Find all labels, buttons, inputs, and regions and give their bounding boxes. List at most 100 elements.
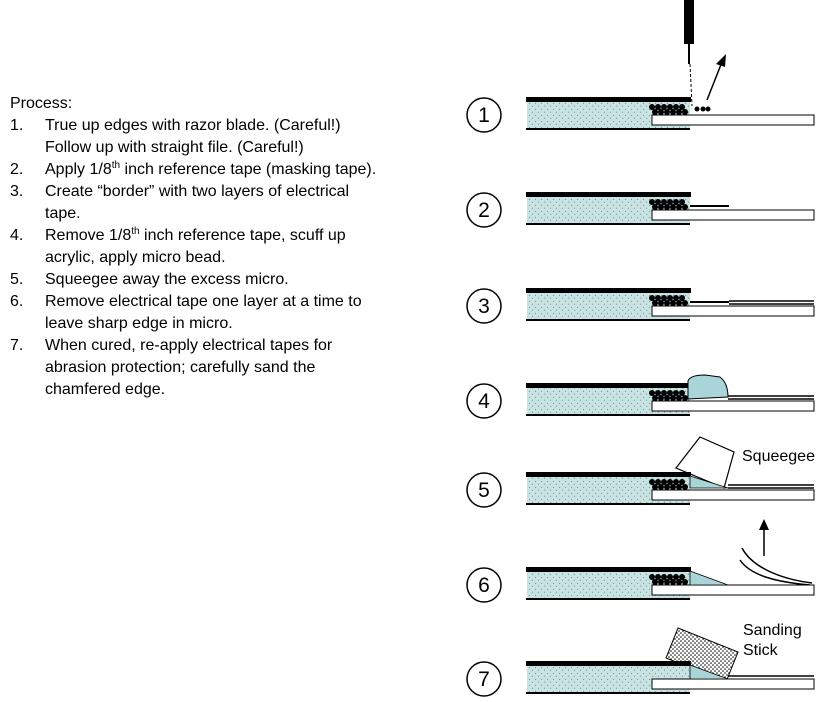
micro-bead <box>661 104 667 110</box>
cross-section-step-4: 4 <box>466 374 815 419</box>
micro-bead <box>661 295 667 301</box>
micro-bead <box>679 199 685 205</box>
micro-bead <box>658 484 664 490</box>
micro-bead <box>649 479 655 485</box>
micro-bead <box>655 574 661 580</box>
acrylic-sheet <box>651 489 815 501</box>
process-step-5: 5. Squeegee away the excess micro. <box>10 269 440 291</box>
chip <box>700 106 706 112</box>
step-number: 1. <box>10 117 24 134</box>
step-number: 3. <box>10 183 24 200</box>
micro-bead <box>658 204 664 210</box>
micro-bead-cluster <box>649 199 688 210</box>
step-number-label: 3 <box>478 295 490 318</box>
micro-bead <box>664 484 670 490</box>
step-number-circle <box>466 472 502 508</box>
micro-bead <box>673 295 679 301</box>
micro-bead <box>658 579 664 585</box>
step-number: 4. <box>10 227 24 244</box>
top-skin <box>526 567 691 572</box>
micro-bead <box>661 479 667 485</box>
micro-bead <box>664 579 670 585</box>
micro-bead <box>649 295 655 301</box>
top-skin <box>526 97 691 102</box>
process-step-4: 4. Remove 1/8th inch reference tape, scu… <box>10 225 440 269</box>
acrylic-sheet <box>651 400 815 412</box>
micro-bead <box>679 104 685 110</box>
micro-bead-cluster <box>649 574 688 585</box>
micro-bead <box>670 204 676 210</box>
process-instructions: Process: 1. True up edges with razor bla… <box>10 93 440 401</box>
step-number-label: 1 <box>478 104 490 127</box>
acrylic-sheet <box>651 678 815 690</box>
micro-bead <box>661 574 667 580</box>
chip <box>694 106 700 112</box>
top-skin <box>526 192 691 197</box>
micro-bead <box>676 109 682 115</box>
peeled-tape-icon <box>739 547 813 586</box>
micro-bead <box>658 395 664 401</box>
micro-bead <box>679 479 685 485</box>
step-text: True up edges with razor blade. (Careful… <box>45 117 341 134</box>
micro-bead <box>670 579 676 585</box>
micro-bead <box>673 574 679 580</box>
step-text: Follow up with straight file. (Careful!) <box>45 139 304 156</box>
micro-bead <box>664 300 670 306</box>
step-number-circle <box>466 288 502 324</box>
step-number-label: 7 <box>478 668 490 691</box>
step-text: inch reference tape, scuff up <box>139 227 346 244</box>
top-skin <box>526 288 691 293</box>
micro-bead <box>676 484 682 490</box>
micro-bead <box>676 579 682 585</box>
top-skin <box>526 661 691 666</box>
process-steps: 1. True up edges with razor blade. (Care… <box>10 115 440 401</box>
micro-bead <box>679 295 685 301</box>
acrylic-sheet <box>651 209 815 221</box>
step-text: abrasion protection; carefully sand the <box>45 359 316 376</box>
step-superscript: th <box>131 226 140 237</box>
micro-bead <box>673 104 679 110</box>
step-number-circle <box>466 661 502 697</box>
micro-bead <box>667 104 673 110</box>
acrylic-sheet <box>651 305 815 317</box>
step-number-circle <box>466 192 502 228</box>
step-text: acrylic, apply micro bead. <box>45 249 226 266</box>
acrylic-sheet <box>651 584 815 596</box>
micro-bead-cluster <box>649 295 688 306</box>
micro-bead <box>682 395 688 401</box>
micro-bead <box>667 574 673 580</box>
micro-bead-cluster <box>649 479 688 490</box>
micro-bead <box>664 204 670 210</box>
micro-bead <box>655 104 661 110</box>
step-number: 2. <box>10 161 24 178</box>
micro-bead-cluster <box>649 390 688 401</box>
step-text: chamfered edge. <box>45 381 166 398</box>
step-text: Remove electrical tape one layer at a ti… <box>45 293 362 310</box>
step-text: Remove 1/8 <box>45 227 132 244</box>
micro-bead <box>667 390 673 396</box>
step-text: tape. <box>45 205 81 222</box>
micro-bead <box>664 395 670 401</box>
micro-bead <box>655 479 661 485</box>
micro-bead <box>652 204 658 210</box>
step-number-circle <box>466 567 502 603</box>
cross-section-step-6: 6 <box>466 567 815 603</box>
micro-bead <box>673 199 679 205</box>
micro-bead <box>673 479 679 485</box>
micro-bead <box>670 109 676 115</box>
step-text: Create “border” with two layers of elect… <box>45 183 350 200</box>
micro-bead <box>652 579 658 585</box>
step-number-label: 2 <box>478 199 490 222</box>
micro-bead <box>676 204 682 210</box>
micro-bead <box>655 295 661 301</box>
micro-fillet <box>689 475 729 489</box>
top-skin <box>526 472 691 477</box>
step-number-label: 5 <box>478 479 490 502</box>
micro-chamfer <box>689 664 729 680</box>
micro-bead-blob <box>687 374 729 400</box>
chip <box>705 106 711 112</box>
cross-section-step-7: 7 <box>466 661 815 697</box>
micro-bead <box>682 579 688 585</box>
step-number-label: 6 <box>478 574 490 597</box>
